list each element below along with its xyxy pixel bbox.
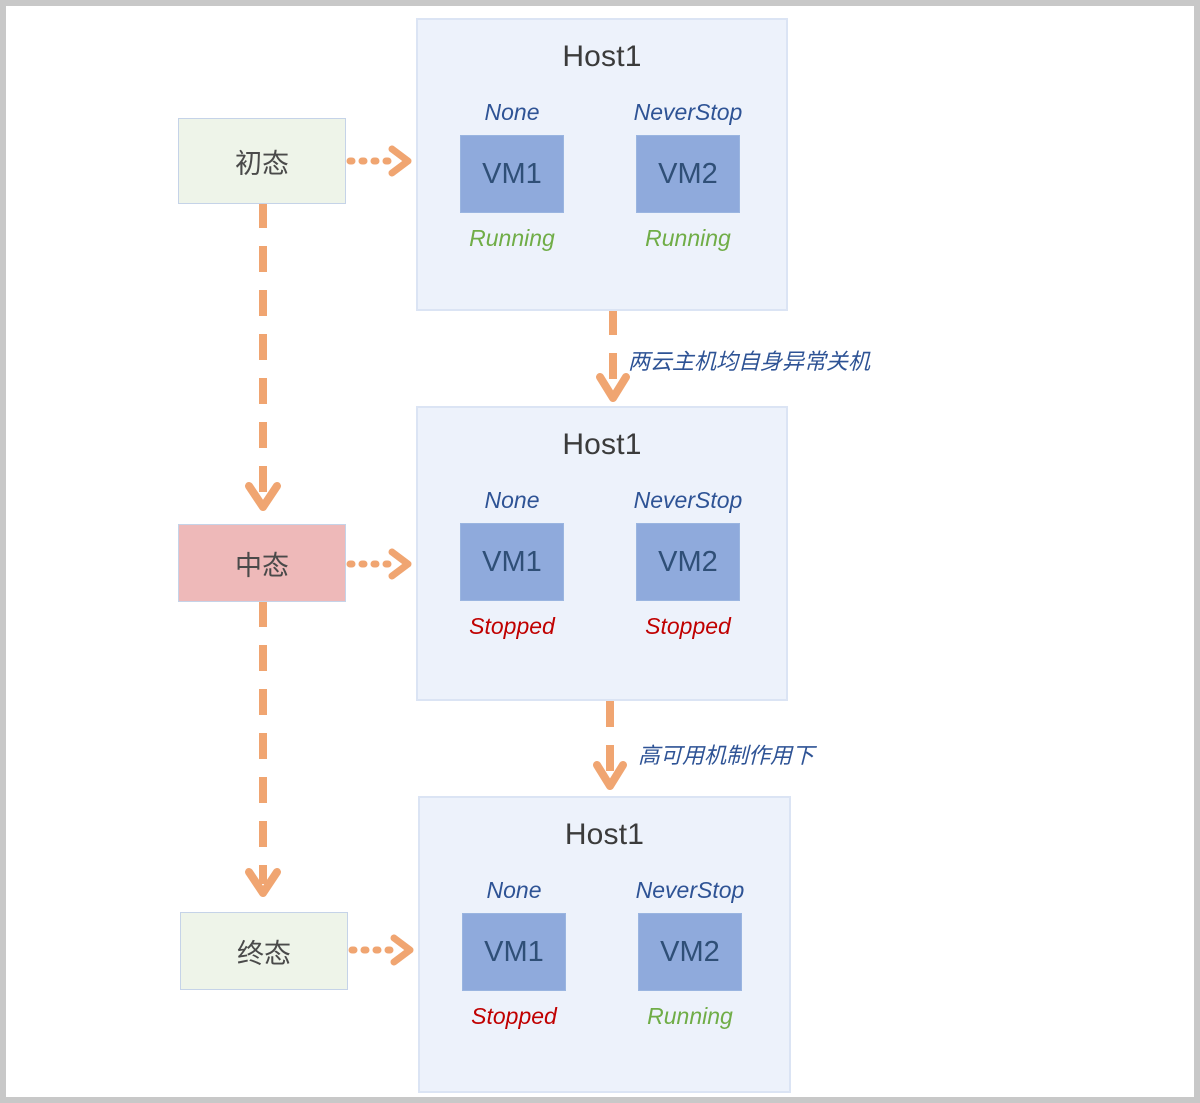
vm-column-stage-3-vm2[interactable]: NeverStop VM2 Running [610,877,770,1030]
state-box-initial-label: 初态 [235,148,289,179]
connector-host1-to-host2 [596,309,630,402]
vm-name-stage-3-vm1: VM1 [484,935,544,968]
vm-state-stage-2-vm2: Stopped [645,613,731,640]
vm-state-stage-3-vm1: Stopped [471,1003,557,1030]
diagram-stage: 初态 中态 终态 Host1 None VM1 Running NeverSto… [6,6,1194,1097]
vm-name-stage-1-vm1: VM1 [482,157,542,190]
transition-label-host2-to-host3: 高可用机制作用下 [638,743,815,768]
vm-policy-stage-2-vm2: NeverStop [633,487,743,513]
vm-column-stage-2-vm2[interactable]: NeverStop VM2 Stopped [608,487,768,640]
vm-chip-stage-3-vm1[interactable]: VM1 [462,913,566,992]
vm-state-stage-2-vm1: Stopped [469,613,555,640]
connector-initial-to-host1 [346,145,412,177]
vm-chip-stage-2-vm2[interactable]: VM2 [636,523,740,602]
host-title-stage-2: Host1 [562,428,642,461]
host-box-stage-2[interactable]: Host1 None VM1 Stopped NeverStop VM2 Sto… [416,406,788,701]
connector-middle-to-host2 [346,548,412,580]
connector-host2-to-host3 [593,701,627,790]
vm-name-stage-1-vm2: VM2 [658,157,718,190]
vm-policy-stage-2-vm1: None [484,487,540,513]
vm-state-stage-3-vm2: Running [647,1003,733,1030]
vm-policy-stage-3-vm2: NeverStop [635,877,745,903]
vm-name-stage-2-vm2: VM2 [658,545,718,578]
state-box-middle-label: 中态 [235,550,289,581]
vm-column-stage-2-vm1[interactable]: None VM1 Stopped [432,487,592,640]
state-box-final-label: 终态 [237,938,291,969]
vm-column-stage-1-vm1[interactable]: None VM1 Running [432,99,592,252]
vm-chip-stage-3-vm2[interactable]: VM2 [638,913,742,992]
state-box-initial[interactable]: 初态 [178,118,346,204]
vm-policy-stage-1-vm2: NeverStop [633,99,743,125]
vm-policy-stage-1-vm1: None [484,99,540,125]
vm-state-stage-1-vm2: Running [645,225,731,252]
host-box-stage-3[interactable]: Host1 None VM1 Stopped NeverStop VM2 Run… [418,796,791,1093]
host-title-stage-1: Host1 [562,40,642,73]
vm-chip-stage-2-vm1[interactable]: VM1 [460,523,564,602]
vm-state-stage-1-vm1: Running [469,225,555,252]
host-title-stage-3: Host1 [564,818,645,851]
connector-middle-to-final [245,601,281,897]
vm-chip-stage-1-vm1[interactable]: VM1 [460,135,564,214]
vm-name-stage-2-vm1: VM1 [482,545,542,578]
connector-final-to-host3 [348,934,414,966]
host-box-stage-1[interactable]: Host1 None VM1 Running NeverStop VM2 Run… [416,18,788,311]
connector-initial-to-middle [245,202,281,511]
transition-label-host1-to-host2: 两云主机均自身异常关机 [628,349,871,374]
vm-column-stage-1-vm2[interactable]: NeverStop VM2 Running [608,99,768,252]
state-box-final[interactable]: 终态 [180,912,348,990]
vm-column-stage-3-vm1[interactable]: None VM1 Stopped [434,877,594,1030]
vm-name-stage-3-vm2: VM2 [660,935,720,968]
vm-chip-stage-1-vm2[interactable]: VM2 [636,135,740,214]
state-box-middle[interactable]: 中态 [178,524,346,602]
vm-policy-stage-3-vm1: None [486,877,542,903]
